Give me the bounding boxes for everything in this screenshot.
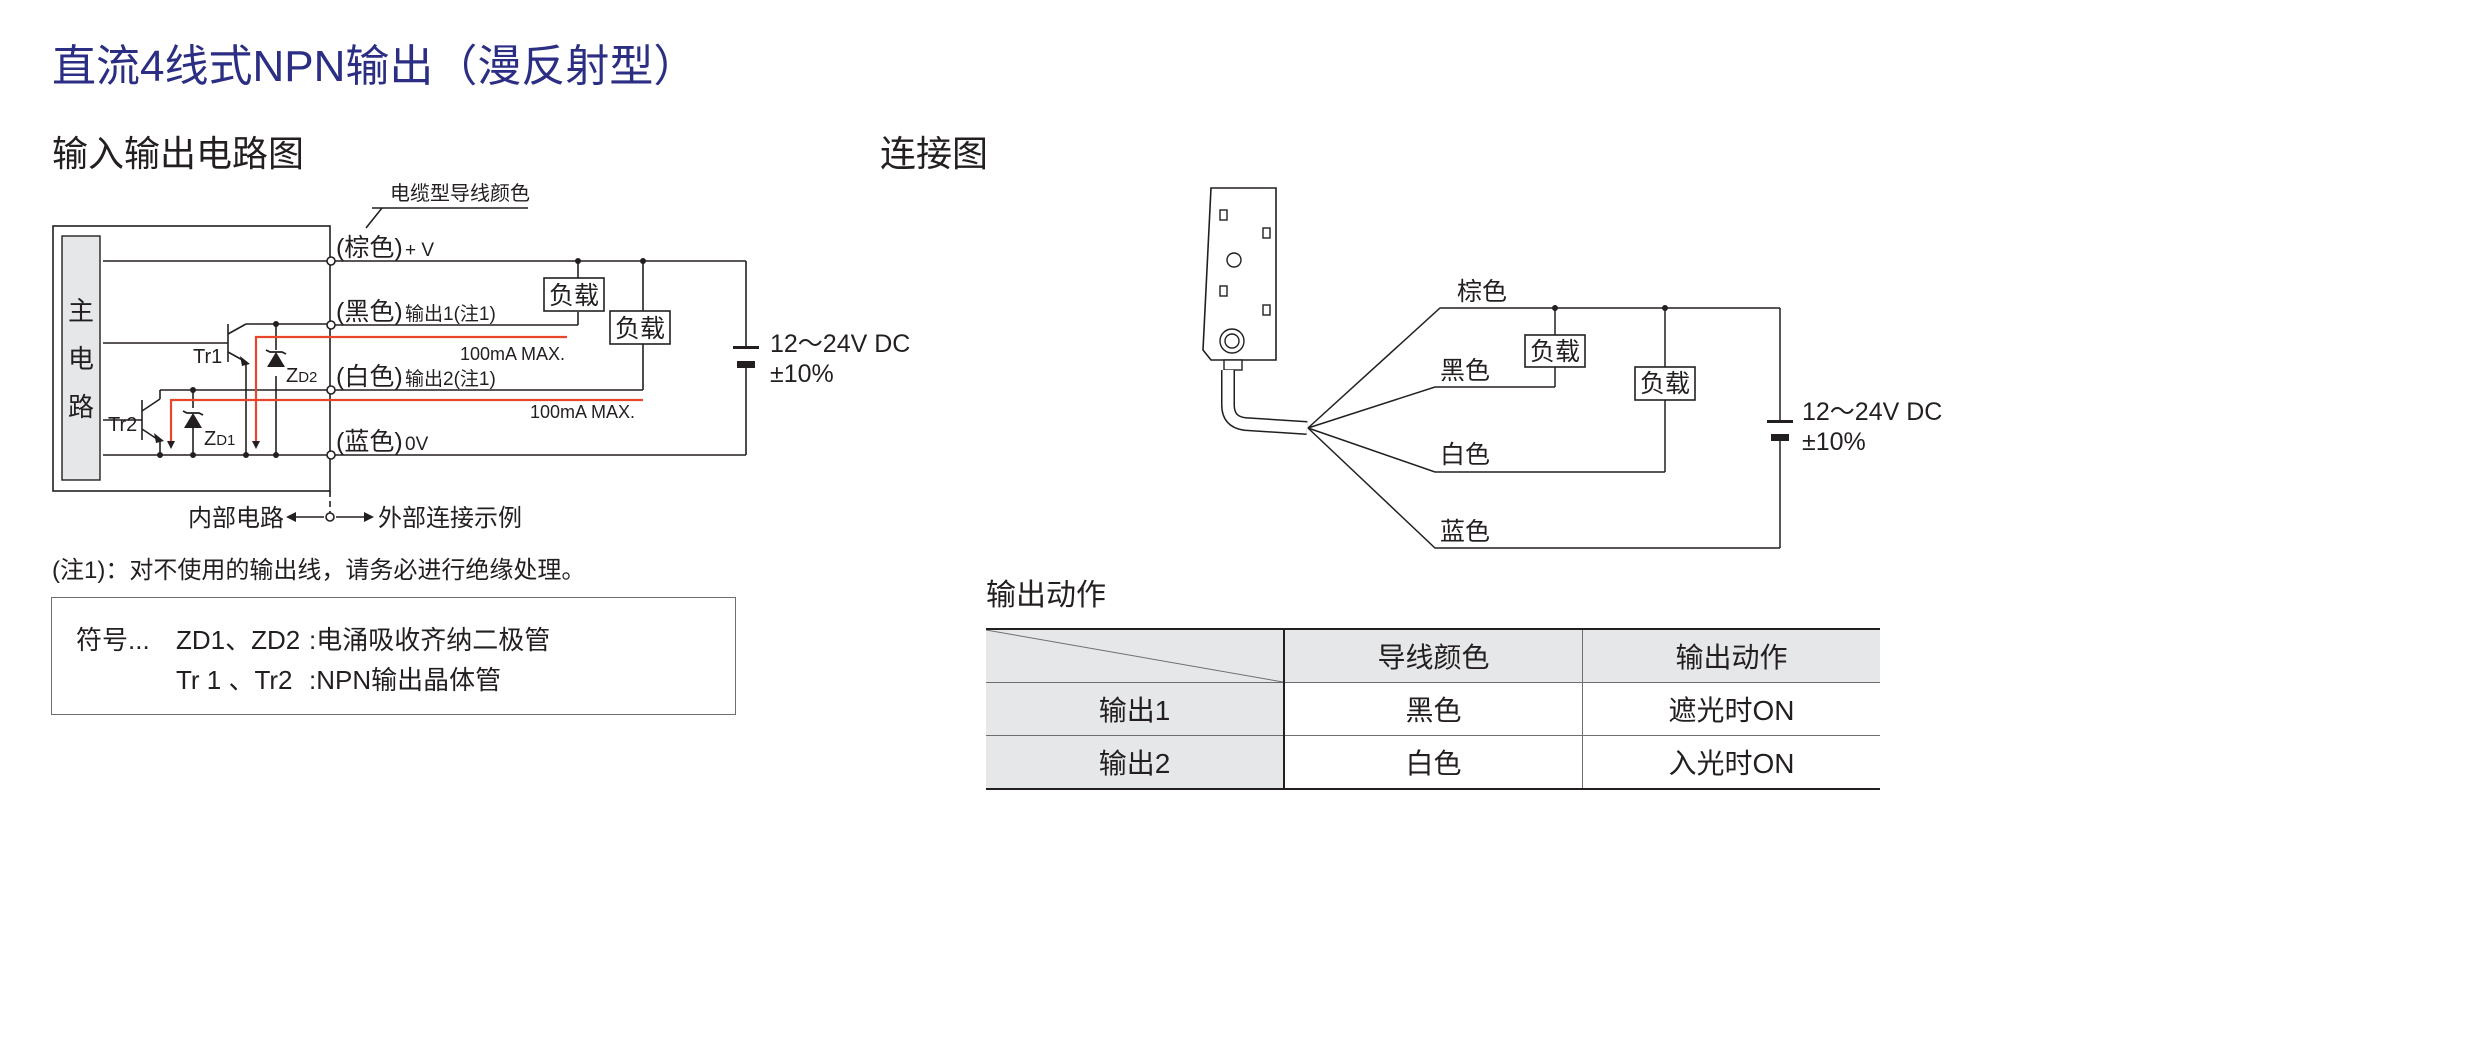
conn-load-label-2: 负载 <box>1640 370 1690 398</box>
legend-tr-names: Tr 1 、Tr2 <box>176 665 293 695</box>
legend-zd-names: ZD1、ZD2 <box>176 625 301 655</box>
conn-load-label-1: 负载 <box>1530 338 1580 366</box>
connection-diagram: 负载 负载 棕色 黑色 白色 蓝色 12～24V DC ±10% <box>1202 187 1942 549</box>
table-corner-cell <box>986 628 1285 683</box>
conn-white-label: 白色 <box>1440 441 1490 469</box>
plus-v-label: + V <box>405 240 434 261</box>
internal-circuit-label: 内部电路 <box>188 505 284 532</box>
main-circuit-char-2: 电 <box>68 344 94 374</box>
header-wire-color: 导线颜色 <box>1284 628 1583 683</box>
table-header-row: 导线颜色 输出动作 <box>986 628 1880 683</box>
conn-blue-label: 蓝色 <box>1440 518 1490 546</box>
tr1-label: Tr1 <box>193 346 222 368</box>
external-example-label: 外部连接示例 <box>378 505 522 532</box>
supply-tolerance-label: ±10% <box>770 360 834 388</box>
table-row: 输出1 黑色 遮光时ON <box>986 682 1880 736</box>
tr2-label: Tr2 <box>108 414 137 436</box>
symbol-legend: 符号... ZD1、ZD2 :电涌吸收齐纳二极管 Tr 1 、Tr2 :NPN输… <box>51 597 736 715</box>
load-label-1: 负载 <box>549 282 599 310</box>
supply-voltage-label: 12～24V DC <box>770 330 910 358</box>
main-circuit-char-1: 主 <box>68 296 94 326</box>
output2-label: 输出2(注1) <box>405 368 496 390</box>
row-label: 输出2 <box>986 735 1285 790</box>
brown-wire-label: (棕色) <box>336 234 403 262</box>
main-circuit-block <box>61 235 101 481</box>
circuit-heading: 输入输出电路图 <box>52 133 305 174</box>
conn-brown-label: 棕色 <box>1457 278 1507 306</box>
conn-black-label: 黑色 <box>1440 357 1490 385</box>
white-wire-label: (白色) <box>336 363 403 391</box>
legend-symbol-label: 符号... <box>76 625 150 655</box>
header-output-action: 输出动作 <box>1582 628 1880 683</box>
blue-wire-label: (蓝色) <box>336 428 403 456</box>
diagonal-divider <box>986 630 1283 682</box>
load-label-2: 负载 <box>615 315 665 343</box>
row-action: 遮光时ON <box>1582 682 1880 736</box>
legend-tr-desc: :NPN输出晶体管 <box>309 665 502 695</box>
cable-color-label: 电缆型导线颜色 <box>390 182 530 205</box>
legend-zd-desc: :电涌吸收齐纳二极管 <box>309 625 551 655</box>
row-label: 输出1 <box>986 682 1285 736</box>
table-row: 输出2 白色 入光时ON <box>986 735 1880 790</box>
row-wire-color: 白色 <box>1284 735 1583 790</box>
page-title: 直流4线式NPN输出（漫反射型） <box>52 42 698 91</box>
sensor-body <box>1202 187 1277 361</box>
main-circuit-char-3: 路 <box>68 392 94 422</box>
output1-label: 输出1(注1) <box>405 303 496 325</box>
insulation-note: (注1)：对不使用的输出线，请务必进行绝缘处理。 <box>52 557 586 584</box>
conn-supply-voltage-label: 12～24V DC <box>1802 398 1942 426</box>
io-circuit-diagram: 主 电 路 负载 负载 <box>52 182 910 532</box>
zero-v-label: 0V <box>405 434 429 455</box>
max-current-label-2: 100mA MAX. <box>530 402 635 422</box>
connection-heading: 连接图 <box>880 133 989 174</box>
row-wire-color: 黑色 <box>1284 682 1583 736</box>
output-action-title: 输出动作 <box>986 579 1106 612</box>
output-action-table: 导线颜色 输出动作 输出1 黑色 遮光时ON 输出2 白色 入光时ON <box>986 628 1880 790</box>
black-wire-label: (黑色) <box>336 298 403 326</box>
max-current-label-1: 100mA MAX. <box>460 344 565 364</box>
conn-supply-tolerance-label: ±10% <box>1802 428 1866 456</box>
row-action: 入光时ON <box>1582 735 1880 790</box>
zd1-label: ZD1 <box>204 428 235 450</box>
zd2-label: ZD2 <box>286 365 317 387</box>
